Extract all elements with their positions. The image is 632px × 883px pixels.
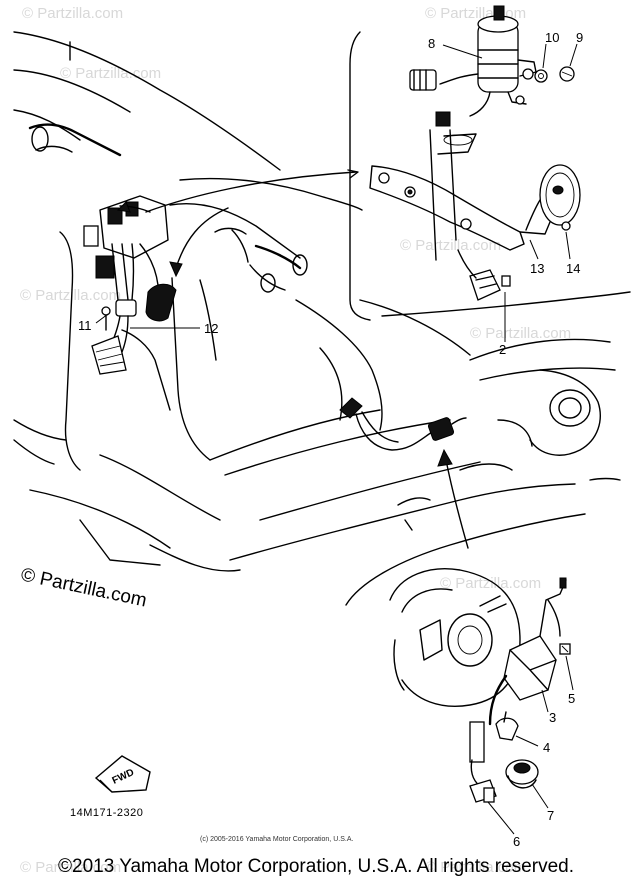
callout-label: 4 xyxy=(543,740,550,755)
center-connector xyxy=(339,397,469,549)
watermark: © Partzilla.com xyxy=(60,65,161,82)
ignition-coil-assembly xyxy=(389,568,571,803)
footer-copyright: ©2013 Yamaha Motor Corporation, U.S.A. A… xyxy=(58,856,574,877)
watermark: © Partzilla.com xyxy=(470,325,571,342)
callout-label: 9 xyxy=(576,30,583,45)
fwd-arrow-badge: FWD xyxy=(94,755,151,793)
watermark: © Partzilla.com xyxy=(440,575,541,592)
callout-label: 8 xyxy=(428,36,435,51)
callout-label: 6 xyxy=(513,834,520,849)
watermark-group: © Partzilla.com © Partzilla.com © Partzi… xyxy=(20,5,571,876)
watermark: © Partzilla.com xyxy=(20,859,121,876)
callout-label: 11 xyxy=(78,318,92,333)
scooter-body-outline xyxy=(13,31,621,572)
callout-label: 2 xyxy=(499,342,506,357)
relay-harness xyxy=(83,169,359,375)
watermark: © Partzilla.com xyxy=(20,287,121,304)
watermark: © Partzilla.com xyxy=(400,237,501,254)
leader-lines xyxy=(95,43,578,835)
inset-borders xyxy=(345,31,631,606)
callout-label: 10 xyxy=(545,30,559,45)
callout-label: 5 xyxy=(568,691,575,706)
callout-label: 7 xyxy=(547,808,554,823)
callout-label: 12 xyxy=(204,321,218,336)
callout-labels: 8 10 9 13 14 2 11 12 3 5 4 7 6 xyxy=(78,30,583,849)
small-copyright: (c) 2005-2016 Yamaha Motor Corporation, … xyxy=(200,836,353,843)
watermark: © Partzilla.com xyxy=(22,5,123,22)
callout-label: 13 xyxy=(530,261,544,276)
watermark: © Partzilla.com xyxy=(425,859,526,876)
partzilla-watermark: © Partzilla.com xyxy=(19,564,149,611)
diagram-code: 14M171-2320 xyxy=(70,807,143,819)
callout-label: 14 xyxy=(566,261,580,276)
main-switch-assembly xyxy=(369,5,581,301)
callout-label: 3 xyxy=(549,710,556,725)
